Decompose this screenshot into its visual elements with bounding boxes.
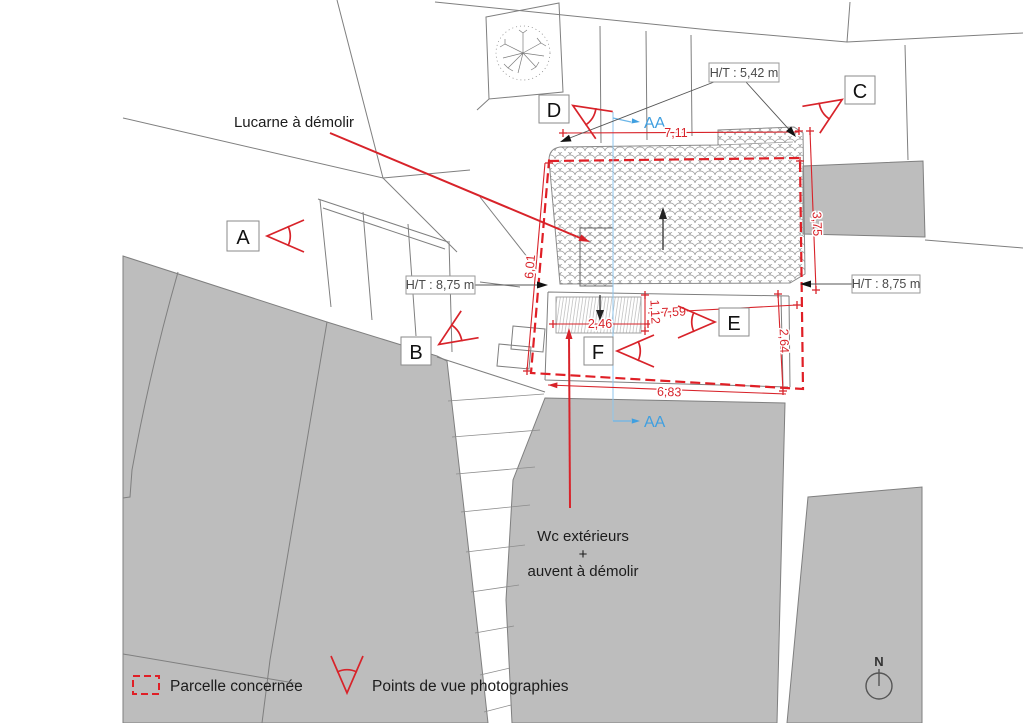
roof-slope-arrow-icon	[659, 207, 667, 250]
viewpoint-b-label: B	[409, 342, 422, 364]
viewpoint-c-icon	[801, 85, 852, 134]
dim-2-64: 2,64	[777, 328, 792, 353]
north-arrow: N	[865, 654, 893, 700]
dim-6-01: 6,01	[522, 254, 538, 280]
demolition-annotations: Lucarne à démolir Wc extérieurs + auvent…	[234, 114, 638, 580]
wc-label-line1: Wc extérieurs	[537, 528, 629, 545]
legend-viewpoints-label: Points de vue photographies	[372, 678, 569, 695]
section-line-aa: AA AA	[612, 112, 666, 431]
built-mass-areas	[122, 160, 926, 723]
viewpoint-d-icon	[563, 91, 614, 140]
dim-1-12: 1,12	[647, 299, 662, 324]
legend-parcel-icon	[132, 675, 160, 695]
gray-area-bottom-left	[122, 255, 489, 723]
lucarne-label: Lucarne à démolir	[234, 114, 354, 131]
viewpoint-c-label: C	[853, 81, 867, 103]
viewpoint-e-label: E	[727, 313, 740, 335]
wc-label-line2: +	[579, 546, 588, 563]
viewpoint-d-label: D	[547, 100, 561, 122]
viewpoints: A B C D E F	[226, 75, 876, 368]
tree-icon	[495, 25, 551, 81]
building-to-modify	[496, 126, 806, 388]
dim-6-83: 6,83	[657, 385, 682, 400]
ht-label-top: H/T : 5,42 m	[710, 66, 779, 80]
viewpoint-a-label: A	[236, 227, 250, 249]
dim-2-46: 2,46	[588, 317, 612, 331]
stepped-path	[447, 393, 545, 713]
dim-7-59: 7,59	[661, 304, 686, 319]
section-label-bottom: AA	[644, 414, 666, 431]
ht-label-right: H/T : 8,75 m	[852, 277, 921, 291]
viewpoint-a-icon	[266, 219, 305, 253]
north-label: N	[874, 654, 883, 669]
viewpoint-f-icon	[616, 334, 655, 368]
height-annotations: H/T : 5,42 m H/T : 8,75 m H/T : 8,75 m	[405, 62, 921, 295]
parcel-boundary	[529, 156, 805, 391]
dim-3-75: 3,75	[810, 211, 825, 236]
viewpoint-f-label: F	[592, 342, 604, 364]
parcel-lines	[122, 0, 1024, 393]
dim-7-11: 7,11	[664, 126, 687, 140]
legend: Parcelle concernée Points de vue photogr…	[132, 655, 569, 695]
dormer-lucarne	[579, 227, 614, 287]
wc-label-line3: auvent à démolir	[528, 563, 639, 580]
ht-label-left: H/T : 8,75 m	[406, 278, 475, 292]
section-label-top: AA	[644, 115, 666, 132]
gray-area-bottom-right	[786, 486, 923, 723]
awning-slope-arrow-icon	[596, 295, 604, 321]
dimensions: 7,11 6,01 3,75 2,46 1,12 7,59 2,64 6,83	[520, 125, 825, 401]
gray-area-bottom-center	[505, 397, 786, 723]
legend-parcel-label: Parcelle concernée	[170, 678, 303, 695]
viewpoint-b-icon	[429, 310, 480, 359]
